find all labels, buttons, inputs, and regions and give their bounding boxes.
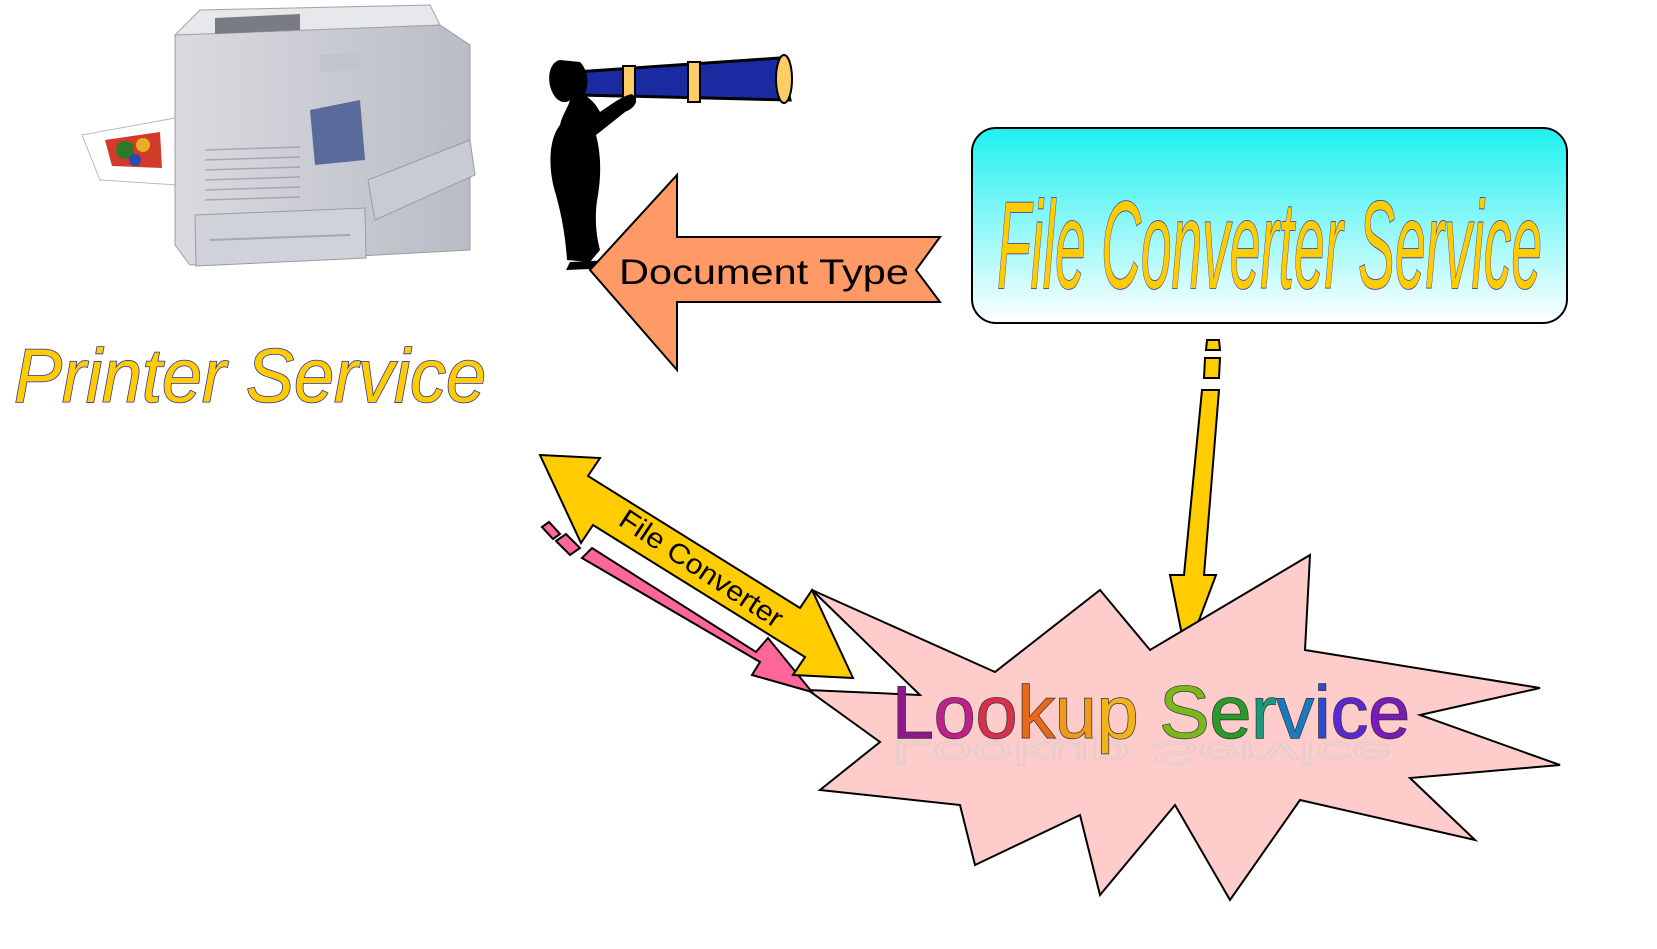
file-converter-service-label: File Converter Service: [997, 177, 1542, 315]
lookup-service-letter: e: [1210, 671, 1252, 754]
document-type-arrow: Document Type: [588, 172, 942, 373]
lookup-service-letter: L: [892, 671, 934, 754]
lookup-service-letter: k: [1017, 671, 1056, 754]
lookup-service-letter: i: [1314, 671, 1331, 754]
lookup-service-letter: o: [976, 671, 1018, 754]
lookup-service-label: Lookup Service: [892, 671, 1410, 754]
lookup-service-letter: r: [1251, 671, 1276, 754]
lookup-service-letter: u: [1055, 671, 1097, 754]
lookup-service-reflection: Lookup Service: [892, 735, 1392, 771]
lookup-service-letter: v: [1276, 671, 1314, 754]
file-converter-transfer-label: File Converter: [614, 503, 790, 634]
file-converter-service-box: File Converter Service: [971, 127, 1568, 324]
printer-service-label: Printer Service: [14, 334, 486, 419]
lookup-service-letter: [1139, 671, 1160, 754]
telescope-observer-icon: [549, 54, 793, 270]
file-converter-transfer-arrow: File Converter: [538, 453, 855, 680]
lookup-service-letter: p: [1097, 671, 1139, 754]
lookup-service-letter: c: [1331, 671, 1369, 754]
printer-icon: [81, 4, 476, 267]
lookup-service-letter: e: [1368, 671, 1410, 754]
lookup-service-burst: Lookup Service Lookup Service: [804, 553, 1561, 902]
register-arrow: [1168, 339, 1222, 659]
lookup-query-arrow: [540, 520, 815, 694]
lookup-service-letter: o: [934, 671, 976, 754]
lookup-service-letter: S: [1159, 671, 1209, 754]
document-type-label: Document Type: [619, 253, 909, 292]
